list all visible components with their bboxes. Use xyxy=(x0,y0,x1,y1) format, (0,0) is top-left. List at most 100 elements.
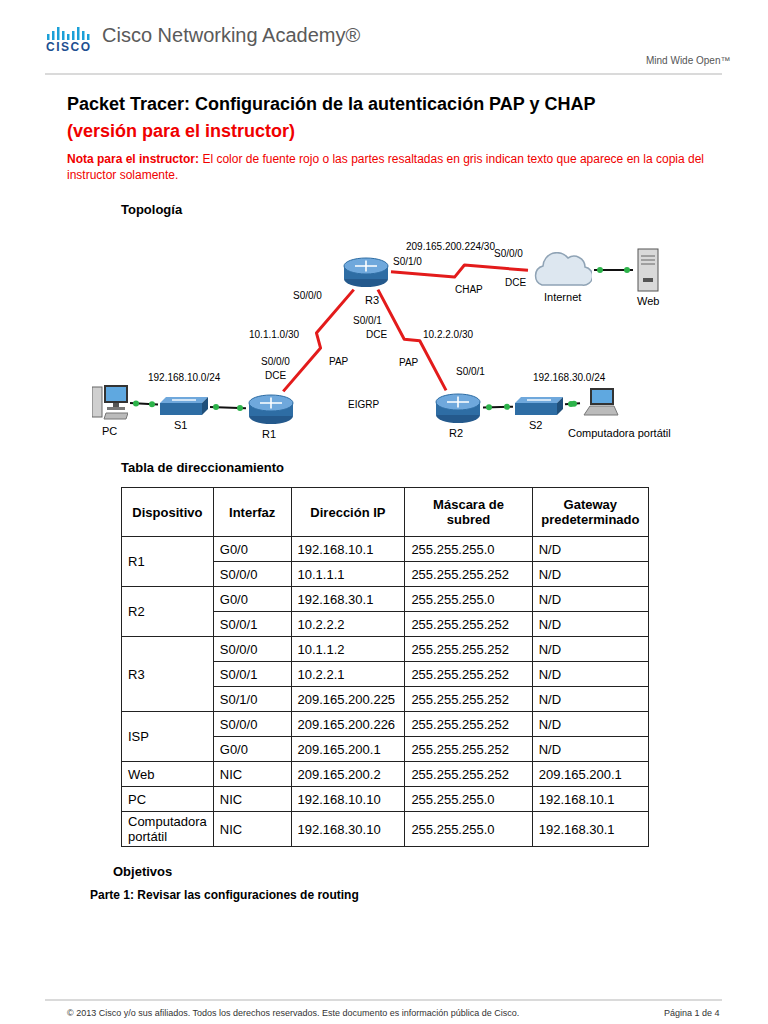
table-cell: NIC xyxy=(213,762,291,787)
table-row: G0/0209.165.200.1255.255.255.252N/D xyxy=(122,737,649,762)
table-cell: 209.165.200.2 xyxy=(291,762,405,787)
interface-name: S0/0/1 xyxy=(456,366,485,378)
table-header-cell: Gateway predeterminado xyxy=(532,488,648,537)
router-node: R2 xyxy=(435,392,481,424)
interface-name: S0/1/0 xyxy=(393,256,422,268)
switch-node: S1 xyxy=(160,397,208,415)
table-cell: 192.168.10.1 xyxy=(532,787,648,812)
addressing-table: DispositivoInterfazDirección IPMáscara d… xyxy=(121,487,649,847)
academy-name: Cisco Networking Academy® xyxy=(102,24,360,47)
table-cell: Web xyxy=(122,762,214,787)
objective-part: Parte 1: Revisar las configuraciones de … xyxy=(90,889,359,903)
device-name: R2 xyxy=(449,427,463,439)
table-cell: R2 xyxy=(122,587,214,637)
link-light xyxy=(486,404,492,410)
table-row: S0/0/110.2.2.1255.255.255.252N/D xyxy=(122,662,649,687)
table-cell: 255.255.255.252 xyxy=(405,562,532,587)
table-cell: 255.255.255.0 xyxy=(405,787,532,812)
table-cell: S0/0/0 xyxy=(213,637,291,662)
table-row: Computadora portátilNIC192.168.30.10255.… xyxy=(122,812,649,847)
table-cell: G0/0 xyxy=(213,537,291,562)
table-cell: N/D xyxy=(532,687,648,712)
interface-name: S0/0/0 xyxy=(261,356,290,368)
table-cell: 255.255.255.252 xyxy=(405,712,532,737)
table-cell: 192.168.10.10 xyxy=(291,787,405,812)
router-node: R1 xyxy=(248,393,294,425)
table-cell: N/D xyxy=(532,537,648,562)
auth-protocol-label: CHAP xyxy=(453,284,485,296)
link-light xyxy=(237,405,243,411)
table-cell: 255.255.255.252 xyxy=(405,762,532,787)
router-icon xyxy=(435,392,481,424)
table-row: S0/0/010.1.1.1255.255.255.252N/D xyxy=(122,562,649,587)
note-lead: Nota para el instructor: xyxy=(67,152,199,166)
table-cell: N/D xyxy=(532,737,648,762)
table-header-cell: Interfaz xyxy=(213,488,291,537)
device-name: Computadora portátil xyxy=(568,427,671,439)
tagline: Mind Wide Open™ xyxy=(646,55,730,67)
table-header-cell: Dispositivo xyxy=(122,488,214,537)
document-title: Packet Tracer: Configuración de la auten… xyxy=(67,94,596,115)
table-cell: 192.168.30.10 xyxy=(291,812,405,847)
table-cell: PC xyxy=(122,787,214,812)
instructor-note: Nota para el instructor: El color de fue… xyxy=(67,152,722,183)
device-name: S2 xyxy=(529,419,542,431)
interface-name: S0/0/1 xyxy=(353,315,382,327)
routing-protocol: EIGRP xyxy=(348,399,379,411)
table-cell: 255.255.255.252 xyxy=(405,637,532,662)
table-row: S0/1/0209.165.200.225255.255.255.252N/D xyxy=(122,687,649,712)
table-row: R1G0/0192.168.10.1255.255.255.0N/D xyxy=(122,537,649,562)
laptop-node: Computadora portátil xyxy=(582,387,620,417)
link-light xyxy=(133,400,139,406)
header-rule xyxy=(45,74,722,75)
dce-tag: DCE xyxy=(265,370,286,382)
table-cell: G0/0 xyxy=(213,587,291,612)
device-name: Web xyxy=(637,295,659,307)
table-cell: ISP xyxy=(122,712,214,762)
device-name: Internet xyxy=(544,291,581,303)
page-number: Página 1 de 4 xyxy=(664,1008,720,1018)
server-icon xyxy=(635,248,661,292)
table-cell: 255.255.255.252 xyxy=(405,737,532,762)
interface-name: S0/0/0 xyxy=(293,290,322,302)
footer-copyright: © 2013 Cisco y/o sus afiliados. Todos lo… xyxy=(67,1008,519,1018)
device-name: R1 xyxy=(262,428,276,440)
table-cell: 255.255.255.252 xyxy=(405,687,532,712)
auth-protocol-label: PAP xyxy=(397,357,420,369)
table-cell: S0/0/1 xyxy=(213,612,291,637)
table-row: R2G0/0192.168.30.1255.255.255.0N/D xyxy=(122,587,649,612)
cloud-node: Internet xyxy=(530,252,592,288)
table-cell: N/D xyxy=(532,562,648,587)
table-cell: 192.168.30.1 xyxy=(532,812,648,847)
laptop-icon xyxy=(582,387,620,417)
switch-icon xyxy=(515,397,563,415)
table-cell: 10.1.1.2 xyxy=(291,637,405,662)
table-row: ISPS0/0/0209.165.200.226255.255.255.252N… xyxy=(122,712,649,737)
table-cell: N/D xyxy=(532,612,648,637)
table-cell: S0/0/1 xyxy=(213,662,291,687)
section-heading: Tabla de direccionamiento xyxy=(121,461,284,476)
table-cell: Computadora portátil xyxy=(122,812,214,847)
cisco-logo-bars xyxy=(47,27,90,40)
table-cell: 209.165.200.1 xyxy=(532,762,648,787)
network-address: 192.168.10.0/24 xyxy=(148,372,220,384)
table-cell: S0/0/0 xyxy=(213,562,291,587)
table-cell: NIC xyxy=(213,812,291,847)
table-cell: 192.168.30.1 xyxy=(291,587,405,612)
device-name: S1 xyxy=(174,419,187,431)
router-node: R3 xyxy=(343,256,389,288)
table-cell: G0/0 xyxy=(213,737,291,762)
table-cell: 192.168.10.1 xyxy=(291,537,405,562)
table-cell: N/D xyxy=(532,587,648,612)
logo-wordmark: CISCO xyxy=(46,41,92,55)
dce-tag: DCE xyxy=(366,329,387,341)
table-cell: S0/1/0 xyxy=(213,687,291,712)
table-cell: 255.255.255.252 xyxy=(405,662,532,687)
table-cell: 209.165.200.226 xyxy=(291,712,405,737)
network-address: 10.2.2.0/30 xyxy=(423,329,473,341)
table-cell: 255.255.255.0 xyxy=(405,812,532,847)
table-cell: S0/0/0 xyxy=(213,712,291,737)
network-address: 209.165.200.224/30 xyxy=(406,241,495,253)
table-cell: 209.165.200.225 xyxy=(291,687,405,712)
